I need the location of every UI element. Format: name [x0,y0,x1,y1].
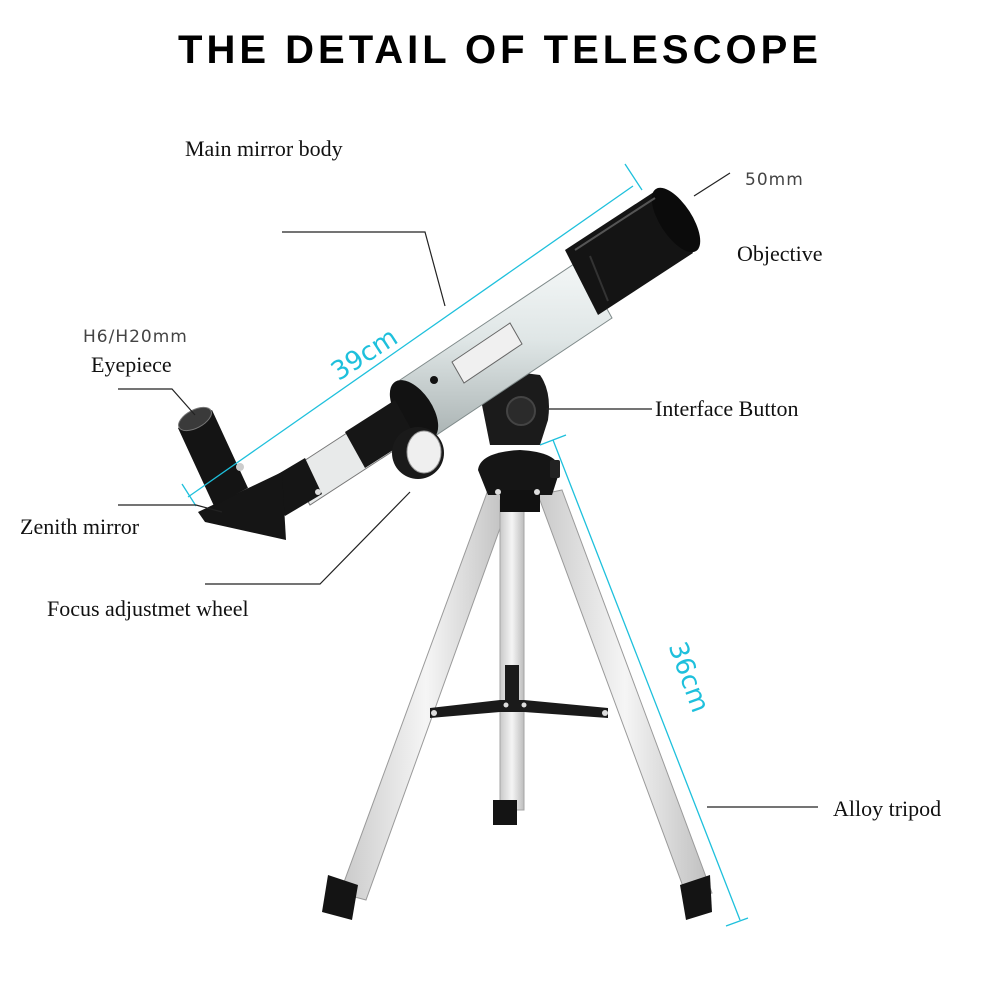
label-objective-size: 50mm [745,170,804,190]
zenith-mirror-and-eyepiece [178,406,286,540]
label-main-mirror-body: Main mirror body [185,136,343,161]
tube-length-dimension-line [187,185,634,498]
zenith-mirror-leader [118,504,223,513]
tripod [322,450,713,920]
focus-wheel [392,427,444,479]
label-objective: Objective [737,241,823,266]
label-zenith-mirror: Zenith mirror [20,514,140,539]
tripod-height-dimension-line [552,439,741,921]
objective-leader [693,172,731,197]
page-title: THE DETAIL OF TELESCOPE [178,28,822,72]
label-eyepiece: Eyepiece [91,352,172,377]
label-focus-wheel: Focus adjustmet wheel [47,596,249,621]
main-tube [389,259,613,440]
focus-wheel-leader [205,491,411,585]
label-alloy-tripod: Alloy tripod [833,796,942,821]
main-mirror-leader [282,231,446,307]
leader-lines [118,172,818,808]
eyepiece-leader [118,388,196,416]
label-interface-button: Interface Button [655,396,799,421]
dimension-lines [181,163,749,927]
label-eyepiece-size: H6/H20mm [83,327,188,347]
objective-cap [565,187,701,315]
interface-button-icon [506,396,536,426]
